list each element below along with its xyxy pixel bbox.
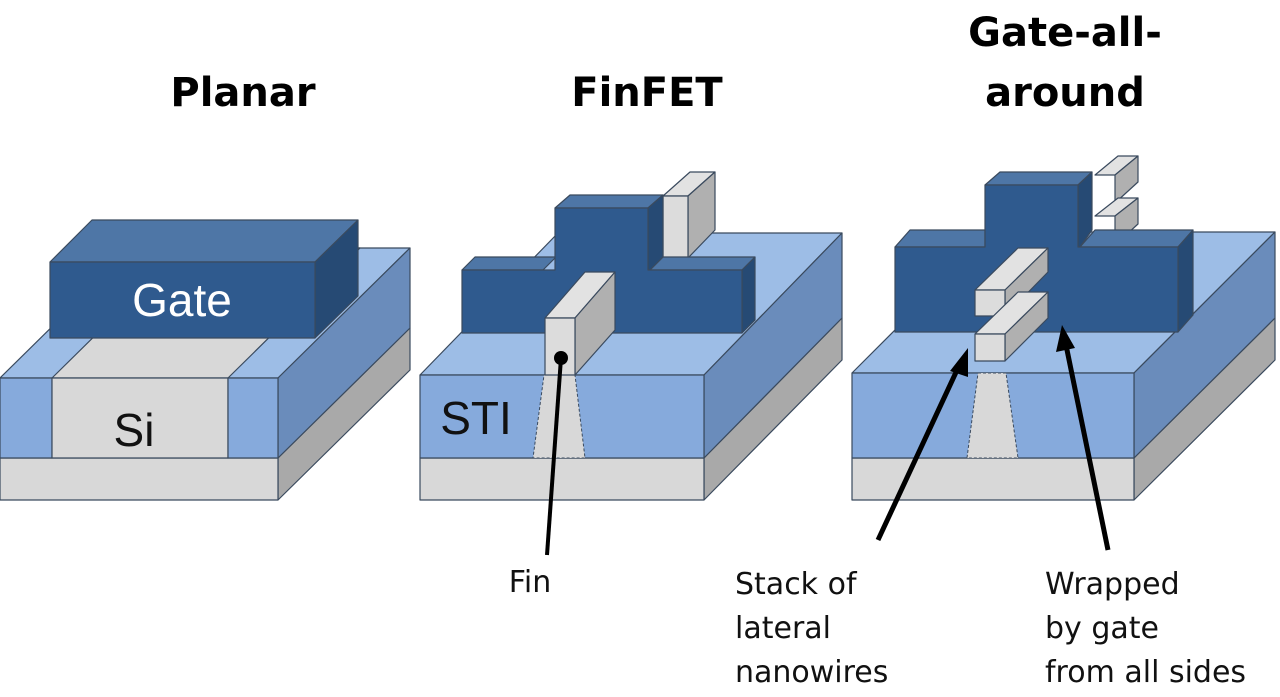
finfet-gate-side <box>741 256 756 334</box>
finfet-gate-side-upper <box>647 194 664 271</box>
finfet-fin-front-face <box>544 317 576 376</box>
gaa-gate-top-right <box>1079 229 1194 248</box>
wrapped-caption-line1: Wrapped <box>1045 567 1180 602</box>
nanowires-caption-line3: nanowires <box>735 655 888 690</box>
title-gaa-line1: Gate-all- <box>968 10 1162 56</box>
finfet-device: STI Fin <box>419 171 843 600</box>
title-finfet: FinFET <box>571 70 723 116</box>
finfet-gate-top-left <box>461 256 557 271</box>
gaa-gate-top-left <box>894 229 986 248</box>
finfet-fin-back-front <box>662 195 689 259</box>
gaa-nanowire-front-face-2 <box>974 333 1006 362</box>
finfet-gate-top-right <box>649 256 756 271</box>
planar-sti-left <box>0 377 53 459</box>
planar-si-label: Si <box>114 404 155 456</box>
finfet-substrate-front <box>419 457 705 501</box>
planar-gate-label: Gate <box>132 274 232 326</box>
wrapped-caption-line2: by gate <box>1045 611 1159 646</box>
nanowires-caption-line2: lateral <box>735 611 831 646</box>
fin-label: Fin <box>509 565 551 600</box>
nanowires-arrowhead-icon <box>950 348 968 377</box>
gaa-gate-top-upper <box>984 171 1093 186</box>
planar-sti-right <box>227 377 279 459</box>
finfet-gate-top-upper <box>554 194 664 209</box>
nanowires-arrow-line <box>875 366 961 542</box>
planar-substrate-front <box>0 457 279 501</box>
finfet-sti-label: STI <box>440 392 512 444</box>
title-gaa-line2: around <box>985 70 1145 116</box>
gaa-gate-side <box>1177 229 1194 333</box>
planar-device: Gate Si <box>0 219 411 501</box>
fin-pointer-line <box>545 357 563 556</box>
gaa-device: Stack of lateral nanowires Wrapped by ga… <box>735 155 1276 690</box>
nanowires-caption-line1: Stack of <box>735 567 858 602</box>
title-planar: Planar <box>170 70 315 116</box>
planar-gate-top <box>49 219 359 263</box>
wrapped-caption-line3: from all sides <box>1045 655 1246 690</box>
planar-si-front <box>51 377 229 459</box>
wrapped-arrow-line <box>1063 344 1111 551</box>
planar-gate-front <box>49 261 316 339</box>
fin-pointer-dot <box>554 351 568 365</box>
wrapped-arrowhead-icon <box>1056 325 1075 352</box>
gaa-fin-base <box>966 372 1019 459</box>
gaa-nanowire-back-side-1 <box>1114 155 1139 204</box>
